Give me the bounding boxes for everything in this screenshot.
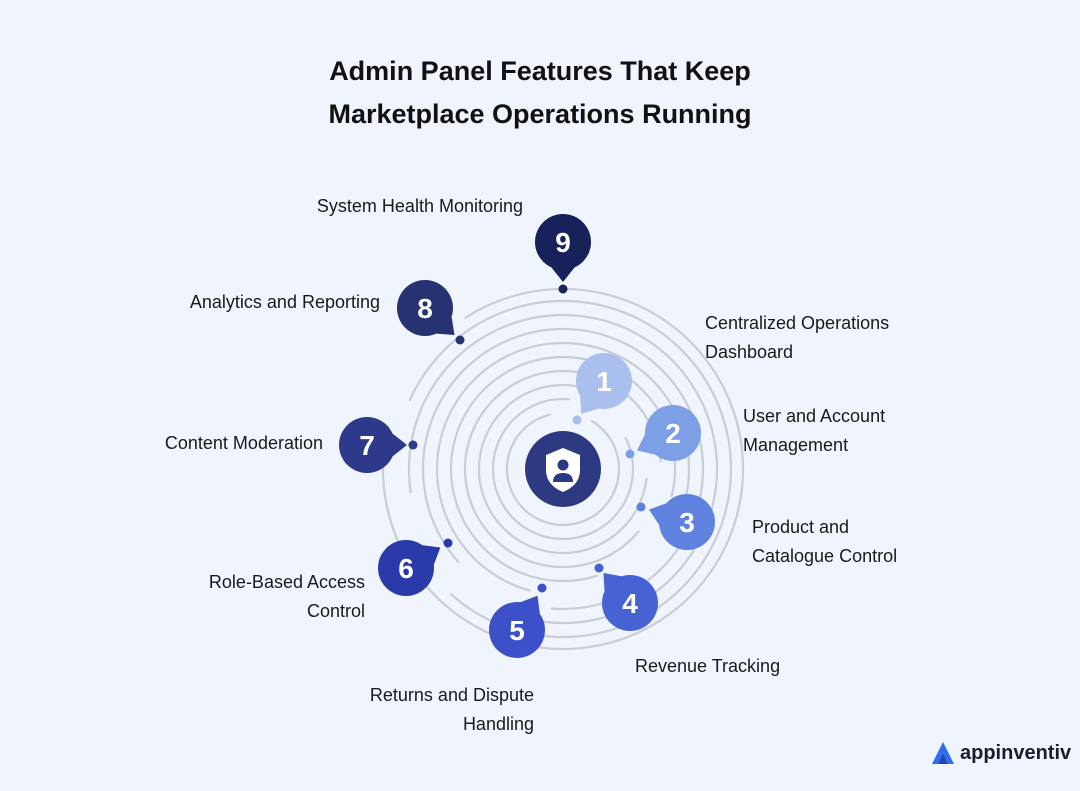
feature-label-line: Catalogue Control	[752, 546, 898, 566]
marker-number: 7	[359, 430, 375, 461]
marker-bubble	[645, 405, 701, 461]
ring-arc	[477, 383, 649, 555]
diagram-title: Admin Panel Features That Keep Marketpla…	[0, 50, 1080, 136]
marker-pointer	[392, 433, 407, 457]
brand-logo: appinventiv	[930, 738, 1071, 768]
admin-shield-user-icon	[546, 448, 580, 492]
marker-bubble	[535, 214, 591, 270]
feature-marker-5: 5	[489, 583, 547, 658]
feature-marker-6: 6	[378, 538, 453, 596]
appinventiv-logo-icon	[932, 742, 954, 764]
marker-bubble	[378, 540, 434, 596]
marker-number: 8	[417, 293, 433, 324]
marker-dot	[408, 440, 418, 450]
ring-arc	[421, 327, 705, 611]
marker-pointer	[551, 267, 575, 282]
feature-label-line: Dashboard	[705, 342, 794, 362]
marker-dot	[455, 335, 465, 345]
marker-number: 2	[665, 418, 681, 449]
marker-pointer	[648, 503, 667, 525]
ring-arc	[491, 397, 635, 541]
feature-label-line: Analytics and Reporting	[189, 292, 380, 312]
marker-number: 6	[398, 553, 414, 584]
feature-label-line: Role-Based Access	[208, 572, 365, 592]
feature-label-4: Revenue Tracking	[635, 652, 780, 681]
marker-dot	[558, 284, 568, 294]
feature-label-7: Content Moderation	[165, 429, 323, 458]
feature-label-line: User and Account	[743, 406, 886, 426]
brand-name: appinventiv	[960, 741, 1072, 764]
marker-dot	[572, 415, 582, 425]
feature-marker-2: 2	[625, 405, 701, 461]
feature-label-line: System Health Monitoring	[316, 196, 523, 216]
feature-marker-7: 7	[339, 417, 418, 473]
feature-marker-4: 4	[594, 563, 658, 631]
marker-number: 9	[555, 227, 571, 258]
feature-label-line: Management	[743, 435, 849, 455]
marker-dot	[443, 538, 453, 548]
feature-label-line: Centralized Operations	[705, 313, 890, 333]
feature-label-9: System Health Monitoring	[317, 192, 523, 221]
feature-label-8: Analytics and Reporting	[190, 288, 380, 317]
ring-arc	[407, 313, 719, 625]
marker-number: 4	[622, 588, 638, 619]
feature-label-line: Revenue Tracking	[635, 656, 781, 676]
marker-number: 5	[509, 615, 525, 646]
marker-bubble	[659, 494, 715, 550]
marker-dot	[594, 563, 604, 573]
feature-marker-1: 1	[572, 353, 632, 425]
marker-number: 1	[596, 366, 612, 397]
marker-dot	[537, 583, 547, 593]
feature-label-line: Content Moderation	[164, 433, 323, 453]
feature-label-line: Returns and Dispute	[369, 685, 534, 705]
feature-marker-3: 3	[636, 494, 715, 550]
feature-markers: 1 2 3 4 5 6 7 8 9	[339, 214, 715, 658]
marker-bubble	[397, 280, 453, 336]
feature-label-line: Product and	[752, 517, 850, 537]
marker-dot	[636, 502, 646, 512]
marker-bubble	[602, 575, 658, 631]
ring-arc	[505, 411, 621, 527]
title-line-1: Admin Panel Features That Keep	[329, 56, 751, 86]
marker-bubble	[576, 353, 632, 409]
feature-label-line: Handling	[462, 714, 534, 734]
marker-dot	[625, 449, 635, 459]
feature-marker-9: 9	[535, 214, 591, 294]
feature-label-line: Control	[306, 601, 365, 621]
feature-marker-8: 8	[397, 280, 465, 345]
marker-bubble	[489, 602, 545, 658]
marker-number: 3	[679, 507, 695, 538]
marker-bubble	[339, 417, 395, 473]
title-line-2: Marketplace Operations Running	[328, 99, 752, 129]
center-icon-group	[525, 431, 601, 507]
